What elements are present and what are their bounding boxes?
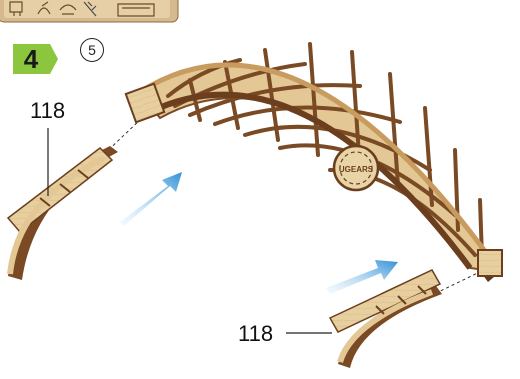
- part-label-right: 118: [238, 322, 273, 346]
- part-label-left: 118: [30, 99, 65, 123]
- assembly-arrow-left: [120, 172, 182, 226]
- assembly-arrow-right: [326, 260, 398, 294]
- ugears-gear-logo: UGEARS: [334, 146, 378, 190]
- support-part-left: [8, 128, 118, 280]
- support-part-right: [286, 270, 442, 368]
- step-number: 4: [13, 44, 49, 74]
- arch-bridge: UGEARS: [126, 44, 502, 282]
- logo-text: UGEARS: [339, 165, 374, 174]
- sheet-reference-number: 5: [80, 38, 104, 62]
- parts-sheet-thumbnail: [0, 0, 178, 22]
